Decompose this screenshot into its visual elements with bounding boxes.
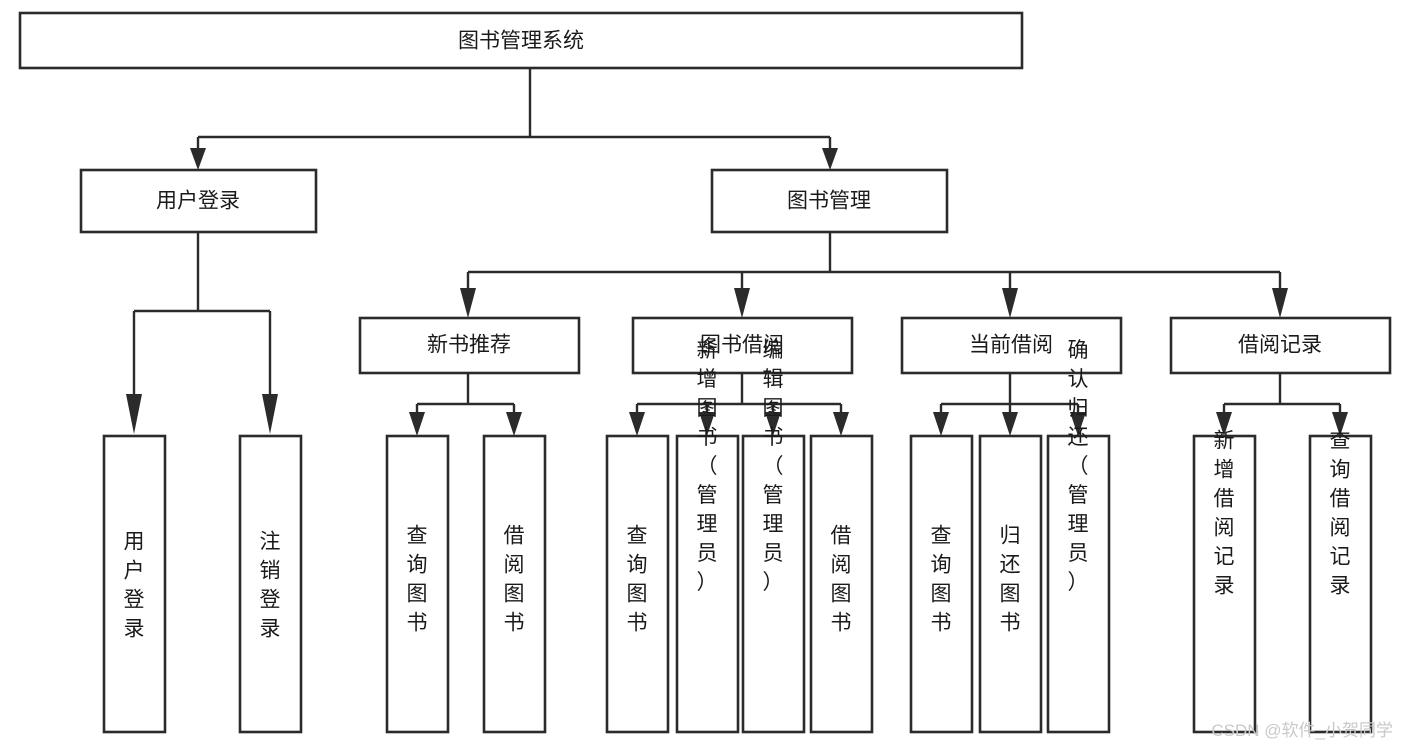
node-leaf-query-book-1-box[interactable]	[385, 434, 450, 734]
node-leaf-query-record-box[interactable]	[1308, 434, 1373, 734]
node-borrow-record-box[interactable]	[1169, 316, 1392, 375]
node-root-box[interactable]	[18, 11, 1024, 70]
arrow-leaf-logout-login	[262, 394, 278, 434]
node-leaf-query-book-3-box[interactable]	[909, 434, 974, 734]
arrow-leaf-return-book	[1002, 412, 1018, 436]
arrow-leaf-add-book	[699, 412, 715, 436]
node-current-borrow-box[interactable]	[900, 316, 1123, 375]
node-leaf-borrow-book-1-box[interactable]	[482, 434, 547, 734]
node-leaf-add-record-label: 新增借阅记录	[1214, 430, 1235, 598]
node-leaf-return-book-box[interactable]	[978, 434, 1043, 734]
node-leaf-user-login[interactable]: 用户登录	[102, 434, 167, 734]
csdn-watermark: CSDN @软件_小贺同学	[1211, 721, 1393, 740]
node-borrow-record-label: 借阅记录	[1238, 334, 1322, 357]
node-leaf-query-book-1[interactable]: 查询图书	[385, 434, 450, 734]
node-leaf-edit-book[interactable]: 编辑图书（管理员）	[741, 339, 806, 734]
node-root[interactable]: 图书管理系统	[18, 11, 1024, 70]
node-leaf-confirm-return-box[interactable]	[1046, 434, 1111, 734]
arrow-book-borrow	[734, 288, 750, 318]
node-new-book-recommend-label: 新书推荐	[427, 334, 511, 357]
node-leaf-add-book[interactable]: 新增图书（管理员）	[675, 339, 740, 734]
node-leaf-logout-login[interactable]: 注销登录	[238, 434, 303, 734]
arrow-leaf-borrow-book-2	[833, 412, 849, 436]
node-leaf-add-record-box[interactable]	[1192, 434, 1257, 734]
node-leaf-query-record-label: 查询借阅记录	[1330, 430, 1351, 598]
node-leaf-borrow-book-1-label: 借阅图书	[504, 525, 525, 635]
node-leaf-add-record[interactable]: 新增借阅记录	[1192, 430, 1257, 734]
node-leaf-logout-login-box[interactable]	[238, 434, 303, 734]
node-book-borrow-box[interactable]	[631, 316, 854, 375]
node-leaf-return-book-label: 归还图书	[1000, 525, 1021, 635]
node-root-label: 图书管理系统	[458, 30, 584, 53]
arrow-new-book-recommend	[460, 288, 476, 318]
node-leaf-borrow-book-2-label: 借阅图书	[831, 525, 852, 635]
node-leaf-logout-login-label: 注销登录	[260, 531, 281, 641]
node-new-book-recommend[interactable]: 新书推荐	[358, 316, 581, 375]
node-current-borrow-label: 当前借阅	[969, 334, 1053, 357]
arrow-leaf-add-record	[1216, 412, 1232, 436]
node-book-borrow[interactable]: 图书借阅	[631, 316, 854, 375]
node-leaf-confirm-return[interactable]: 确认归还（管理员）	[1046, 339, 1111, 734]
node-leaf-query-book-3[interactable]: 查询图书	[909, 434, 974, 734]
node-leaf-query-book-1-label: 查询图书	[407, 525, 428, 635]
node-book-management[interactable]: 图书管理	[710, 168, 949, 234]
arrow-current-borrow	[1002, 288, 1018, 318]
arrow-to-book-management	[822, 148, 838, 170]
arrow-leaf-borrow-book-1	[506, 412, 522, 436]
connector-layer	[126, 68, 1348, 436]
node-leaf-query-book-2-label: 查询图书	[627, 525, 648, 635]
node-leaf-borrow-book-2[interactable]: 借阅图书	[809, 434, 874, 734]
node-user-login[interactable]: 用户登录	[79, 168, 318, 234]
arrow-leaf-confirm-return	[1070, 412, 1086, 436]
node-leaf-edit-book-box[interactable]	[741, 434, 806, 734]
node-leaf-return-book[interactable]: 归还图书	[978, 434, 1043, 734]
arrow-leaf-query-book-2	[629, 412, 645, 436]
arrow-leaf-query-book-1	[409, 412, 425, 436]
node-leaf-add-book-box[interactable]	[675, 434, 740, 734]
node-new-book-recommend-box[interactable]	[358, 316, 581, 375]
node-leaf-confirm-return-label: 确认归还（管理员）	[1068, 339, 1089, 594]
node-user-login-label: 用户登录	[156, 190, 240, 213]
node-leaf-query-book-2-box[interactable]	[605, 434, 670, 734]
node-leaf-user-login-label: 用户登录	[124, 531, 145, 641]
node-leaf-query-book-2[interactable]: 查询图书	[605, 434, 670, 734]
node-leaf-borrow-book-1[interactable]: 借阅图书	[482, 434, 547, 734]
arrow-leaf-user-login	[126, 394, 142, 434]
node-leaf-query-book-3-label: 查询图书	[931, 525, 952, 635]
node-leaf-user-login-box[interactable]	[102, 434, 167, 734]
arrow-leaf-query-record	[1332, 412, 1348, 436]
node-user-login-box[interactable]	[79, 168, 318, 234]
node-book-borrow-label: 图书借阅	[700, 334, 784, 357]
arrow-leaf-query-book-3	[933, 412, 949, 436]
node-leaf-add-book-label: 新增图书（管理员）	[697, 339, 718, 594]
node-borrow-record[interactable]: 借阅记录	[1169, 316, 1392, 375]
arrow-to-user-login	[190, 148, 206, 170]
node-leaf-edit-book-label: 编辑图书（管理员）	[763, 339, 784, 594]
arrow-leaf-edit-book	[765, 412, 781, 436]
node-leaf-borrow-book-2-box[interactable]	[809, 434, 874, 734]
node-book-management-box[interactable]	[710, 168, 949, 234]
node-leaf-query-record[interactable]: 查询借阅记录	[1308, 430, 1373, 734]
arrow-borrow-record	[1272, 288, 1288, 318]
node-book-management-label: 图书管理	[787, 190, 871, 213]
node-current-borrow[interactable]: 当前借阅	[900, 316, 1123, 375]
